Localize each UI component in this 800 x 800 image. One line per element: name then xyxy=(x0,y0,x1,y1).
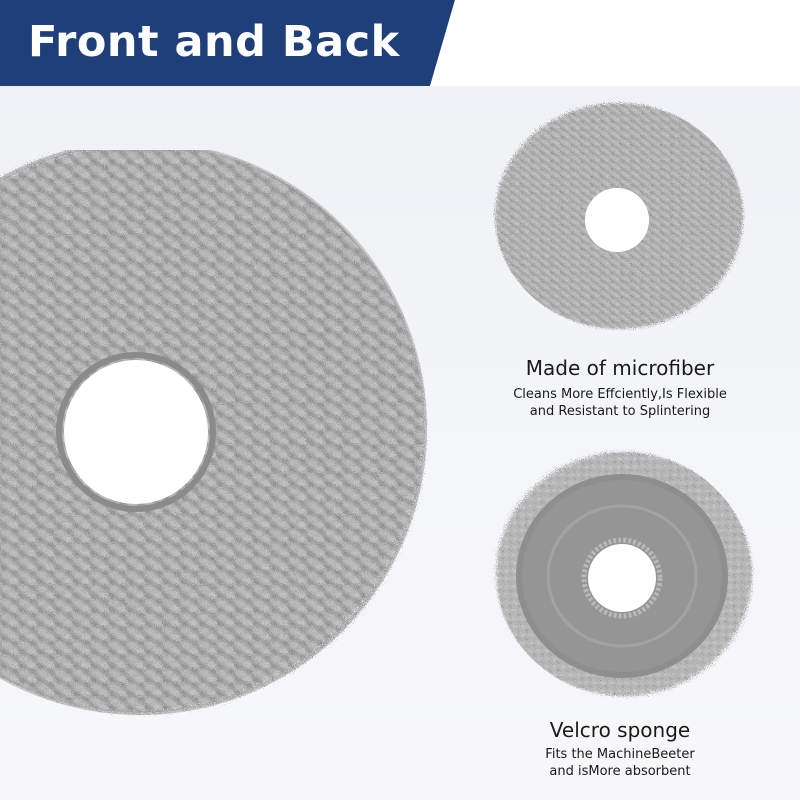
microfiber-desc-line2: and Resistant to Splintering xyxy=(529,404,711,419)
title-banner: Front and Back xyxy=(0,0,800,86)
microfiber-pad-image xyxy=(495,103,743,329)
velcro-sponge-pad-image xyxy=(496,452,752,696)
velcro-desc-line1: Fits the MachineBeeter xyxy=(545,747,695,762)
banner-title: Front and Back xyxy=(28,17,400,67)
microfiber-title: Made of microfiber xyxy=(525,356,715,380)
large-mop-pad-image xyxy=(0,150,427,715)
banner-shape xyxy=(0,0,800,86)
velcro-desc-line2: and isMore absorbent xyxy=(549,764,691,779)
velcro-title: Velcro sponge xyxy=(549,718,691,742)
velcro-caption: Velcro sponge Fits the MachineBeeter and… xyxy=(480,717,760,780)
microfiber-desc-line1: Cleans More Effciently,Is Flexible xyxy=(513,387,727,402)
microfiber-caption: Made of microfiber Cleans More Effcientl… xyxy=(480,355,760,420)
